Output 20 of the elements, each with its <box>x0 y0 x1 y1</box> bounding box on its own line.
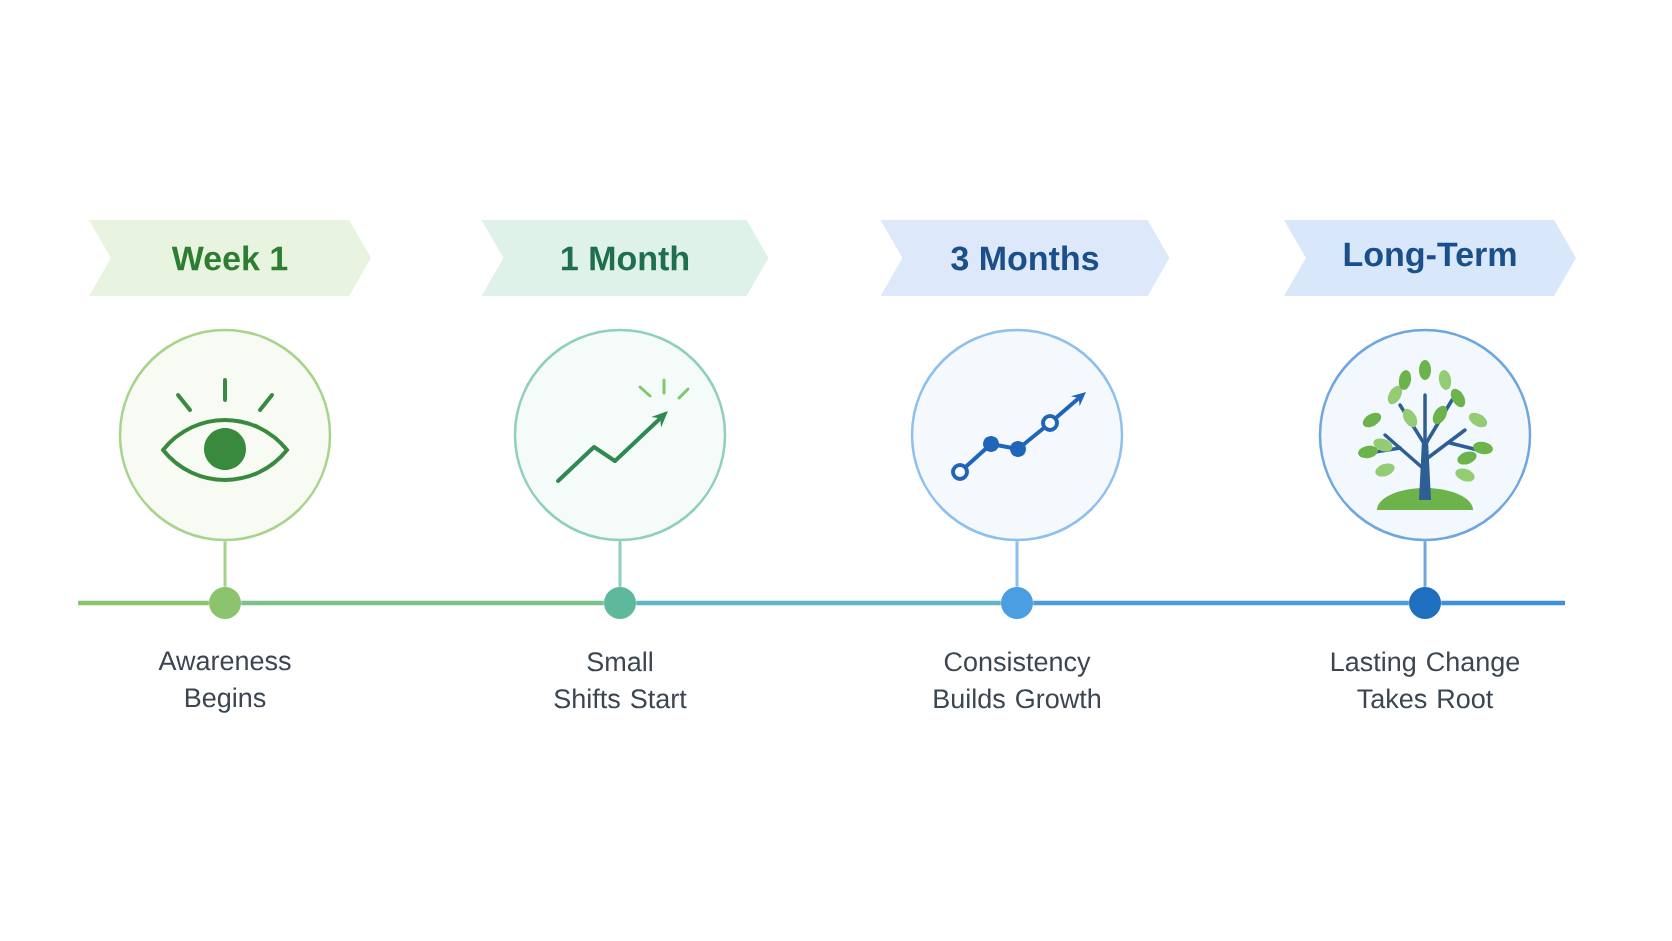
timeline-segment <box>636 600 1001 606</box>
milestone-label: Lasting Change Takes Root <box>1331 651 1520 709</box>
connector-line <box>618 541 622 587</box>
chevron-label: 1 Month <box>481 220 769 296</box>
icon-circle <box>118 328 332 542</box>
connector-line <box>1423 541 1427 587</box>
timeline-segment <box>241 600 604 606</box>
chevron-label: 3 Months <box>880 220 1170 296</box>
connector-line <box>223 541 227 587</box>
chevron-label: Week 1 <box>89 220 371 296</box>
icon-circle <box>910 328 1124 542</box>
icon-circle <box>513 328 727 542</box>
timeline-segment <box>78 600 209 606</box>
milestone-label: Consistency Builds Growth <box>934 651 1100 709</box>
timeline-segment <box>1441 600 1565 606</box>
connector-line <box>1015 541 1019 587</box>
milestone-label: Awareness Begins <box>158 651 291 713</box>
milestone-label: Small Shifts Start <box>554 651 687 709</box>
chevron-label: Long-Term <box>1284 220 1576 296</box>
timeline-segment <box>1033 600 1409 606</box>
